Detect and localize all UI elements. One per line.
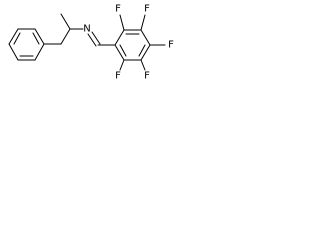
bond-pf-ring-6 (114, 44, 125, 61)
bond-phenyl-2 (8, 43, 19, 61)
bond-phenyl-4 (34, 43, 45, 61)
bond-c-f-top-right (140, 14, 146, 31)
atom-labels: N F F F F F (83, 4, 174, 82)
bond-pf-double-3 (119, 44, 127, 57)
bond-pf-ring-4 (140, 44, 151, 61)
fluorine-label-bottom-left: F (115, 71, 121, 82)
bond-c-f-top-left (119, 14, 125, 31)
bond-ch2-ch (60, 28, 71, 45)
fluorine-label-top-right: F (144, 4, 150, 15)
bond-ch-methyl (60, 13, 71, 30)
chemical-structure: N F F F F F (8, 4, 174, 82)
bond-phenyl-double-3 (32, 32, 40, 45)
fluorine-label-bottom-right: F (144, 71, 150, 82)
bond-phenyl-5 (34, 28, 45, 45)
bond-n-ch-1 (87, 33, 97, 47)
bond-group (8, 13, 166, 71)
bond-pf-ring-3 (140, 29, 151, 46)
bond-pf-ring-1 (114, 29, 125, 46)
bond-phenyl-1 (8, 28, 19, 45)
bond-n-ch-2 (91, 31, 101, 45)
bond-phenyl-double-1 (13, 32, 21, 45)
bond-pf-double-2 (138, 44, 146, 57)
bond-c-f-bottom-right (140, 59, 146, 71)
fluorine-label-right: F (168, 40, 174, 51)
bond-c-f-bottom-left (119, 59, 125, 71)
fluorine-label-top-left: F (115, 4, 121, 15)
nitrogen-label: N (83, 24, 90, 35)
